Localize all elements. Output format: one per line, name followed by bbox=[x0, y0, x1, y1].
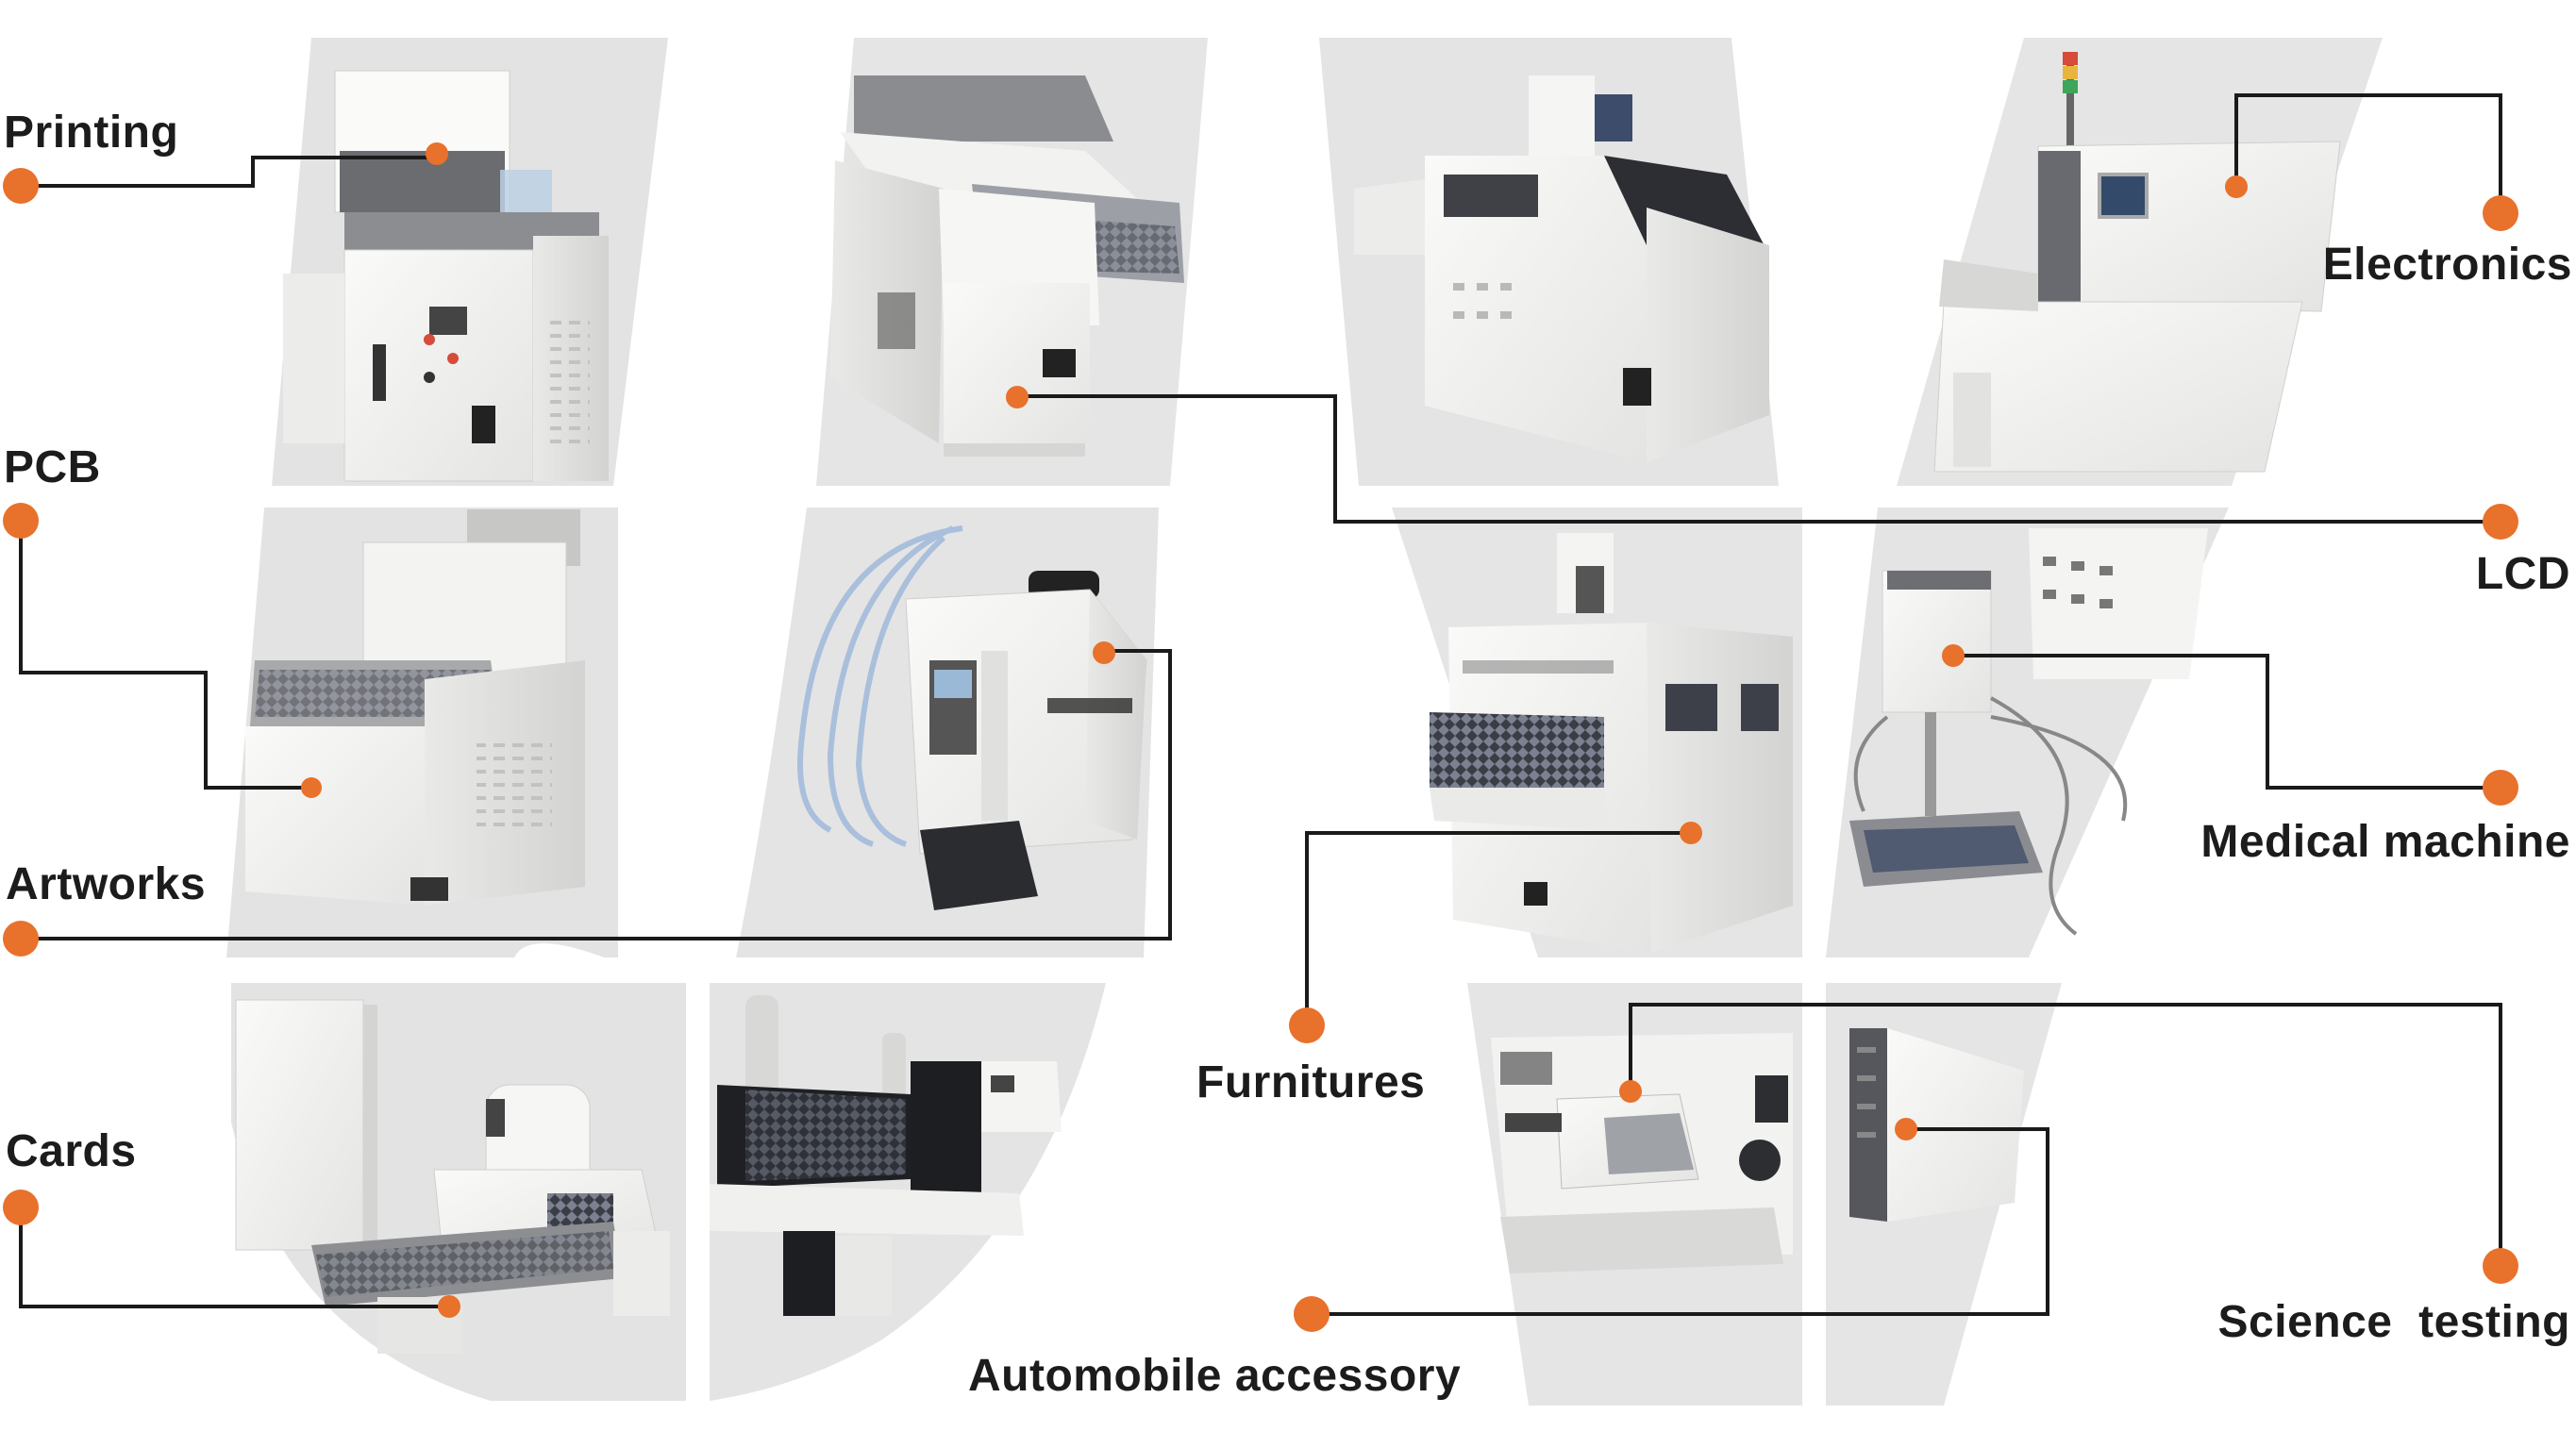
line-cards bbox=[19, 1207, 449, 1308]
machine-bottom-3 bbox=[1491, 1033, 1793, 1273]
line-medical bbox=[1953, 654, 2501, 790]
label-electronics: Electronics bbox=[2322, 240, 2572, 290]
machine-electronics bbox=[1933, 52, 2341, 473]
dot-automobile-start bbox=[1294, 1296, 1330, 1332]
label-lcd: LCD bbox=[2475, 549, 2570, 599]
machine-bottom-4 bbox=[1849, 1028, 2024, 1222]
dot-medical-start bbox=[2483, 770, 2518, 806]
dot-furnitures-end bbox=[1680, 822, 1702, 844]
machine-mid-3 bbox=[1430, 533, 1793, 953]
dot-electronics-start bbox=[2483, 195, 2518, 231]
label-science: Science testing bbox=[2217, 1297, 2570, 1347]
dot-markers bbox=[3, 142, 2518, 1332]
connector-lines bbox=[19, 93, 2502, 1316]
machine-medical bbox=[1849, 528, 2208, 936]
dot-science-end bbox=[1619, 1080, 1642, 1103]
line-pcb bbox=[19, 519, 311, 790]
label-artworks: Artworks bbox=[6, 859, 207, 909]
dot-medical-end bbox=[1942, 644, 1965, 667]
line-artworks bbox=[21, 649, 1172, 940]
dot-cards-start bbox=[3, 1190, 39, 1225]
line-lcd bbox=[1017, 394, 2501, 524]
label-pcb: PCB bbox=[4, 442, 101, 492]
dot-printing-start bbox=[3, 168, 39, 204]
dot-lcd-end bbox=[1006, 386, 1029, 408]
machine-top-3 bbox=[1354, 75, 1769, 462]
dot-automobile-end bbox=[1895, 1118, 1917, 1140]
label-medical: Medical machine bbox=[2200, 817, 2570, 867]
label-furnitures: Furnitures bbox=[1196, 1057, 1426, 1107]
line-electronics bbox=[2234, 93, 2502, 213]
dot-artworks-start bbox=[3, 921, 39, 957]
dot-furnitures-start bbox=[1289, 1007, 1325, 1043]
line-science bbox=[1629, 1003, 2502, 1266]
label-automobile: Automobile accessory bbox=[968, 1351, 1462, 1401]
line-furnitures bbox=[1305, 831, 1691, 1025]
dot-science-start bbox=[2483, 1248, 2518, 1284]
line-automobile bbox=[1312, 1127, 2049, 1316]
label-printing: Printing bbox=[4, 108, 179, 158]
machine-cards bbox=[235, 999, 670, 1354]
dot-pcb-end bbox=[301, 777, 322, 798]
dot-lcd-start bbox=[2483, 504, 2518, 540]
dot-printing-end bbox=[426, 142, 448, 165]
label-cards: Cards bbox=[6, 1126, 137, 1176]
line-printing bbox=[21, 156, 437, 188]
dot-pcb-start bbox=[3, 503, 39, 539]
machine-dark-unit bbox=[710, 995, 1062, 1316]
machine-conveyor-top bbox=[830, 75, 1184, 457]
machine-printing bbox=[283, 70, 609, 482]
machine-pcb bbox=[245, 509, 585, 906]
dot-electronics-end bbox=[2225, 175, 2248, 198]
dot-artworks-end bbox=[1093, 641, 1115, 664]
dot-cards-end bbox=[438, 1295, 460, 1318]
